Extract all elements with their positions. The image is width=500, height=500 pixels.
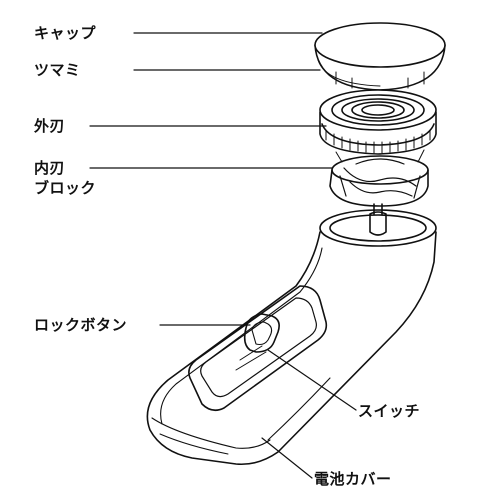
leader-lines (89, 32, 357, 479)
label-outer-blade: 外刃 (34, 117, 66, 135)
label-cap: キャップ (34, 24, 97, 42)
leader-battery-cover (261, 437, 313, 479)
label-inner-blade-line2: ブロック (34, 179, 97, 197)
inner-blade-part (329, 149, 429, 207)
label-battery-cover: 電池カバー (314, 470, 392, 488)
label-lock-button: ロックボタン (34, 316, 128, 334)
leader-switch (267, 349, 357, 411)
shaver-body (146, 203, 437, 466)
label-knob: ツマミ (34, 61, 81, 79)
label-inner-blade-line1: 内刃 (34, 159, 66, 177)
outer-blade-part (319, 89, 437, 155)
cap-part (314, 22, 446, 91)
label-switch: スイッチ (358, 402, 421, 420)
